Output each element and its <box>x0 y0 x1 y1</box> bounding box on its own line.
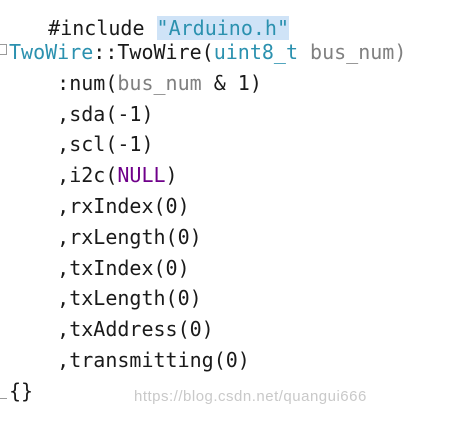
code-line: ,txIndex(0) <box>9 254 190 282</box>
code-line: ,i2c(NULL) <box>9 161 178 189</box>
code-token: ,transmitting(0) <box>9 348 250 372</box>
code-token: ,rxIndex(0) <box>9 194 190 218</box>
code-token: ,sda(-1) <box>9 101 154 126</box>
code-line: {} <box>9 377 33 405</box>
code-line: ,txLength(0) <box>9 284 202 312</box>
code-token: NULL <box>117 163 166 188</box>
code-line: ,scl(-1) <box>9 130 154 158</box>
code-token: bus_num <box>117 70 202 95</box>
code-token: bus_num) <box>298 40 407 64</box>
code-token: & 1) <box>201 70 262 95</box>
code-line: :num(bus_num & 1) <box>9 69 262 97</box>
code-token: :num( <box>9 70 118 95</box>
code-token: ,scl(-1) <box>9 132 154 157</box>
code-line: ,rxIndex(0) <box>9 192 190 220</box>
fold-guide <box>3 56 4 396</box>
include-filename: "Arduino.h" <box>156 16 289 40</box>
code-line-partial: #include "Arduino.h" <box>0 0 289 40</box>
code-token: {} <box>9 378 34 403</box>
watermark-url: https://blog.csdn.net/quangui666 <box>134 388 367 405</box>
code-token: TwoWire <box>9 40 94 64</box>
code-token: ,txAddress(0) <box>9 317 214 342</box>
code-line: ,rxLength(0) <box>9 223 202 251</box>
include-directive: #include <box>48 16 157 40</box>
code-token: ,txIndex(0) <box>9 255 190 280</box>
code-token: ::TwoWire( <box>93 40 214 64</box>
code-token: uint8_t <box>213 40 299 64</box>
fold-marker-icon[interactable] <box>0 44 7 55</box>
fold-end-marker <box>0 398 7 399</box>
code-line: ,txAddress(0) <box>9 315 214 343</box>
code-line: TwoWire::TwoWire(uint8_t bus_num) <box>9 38 406 66</box>
code-line: ,transmitting(0) <box>9 346 250 374</box>
code-token: ) <box>165 163 178 188</box>
code-token: ,rxLength(0) <box>9 224 202 249</box>
code-token: ,i2c( <box>9 163 118 188</box>
code-line: ,sda(-1) <box>9 100 154 128</box>
code-token: ,txLength(0) <box>9 286 202 311</box>
